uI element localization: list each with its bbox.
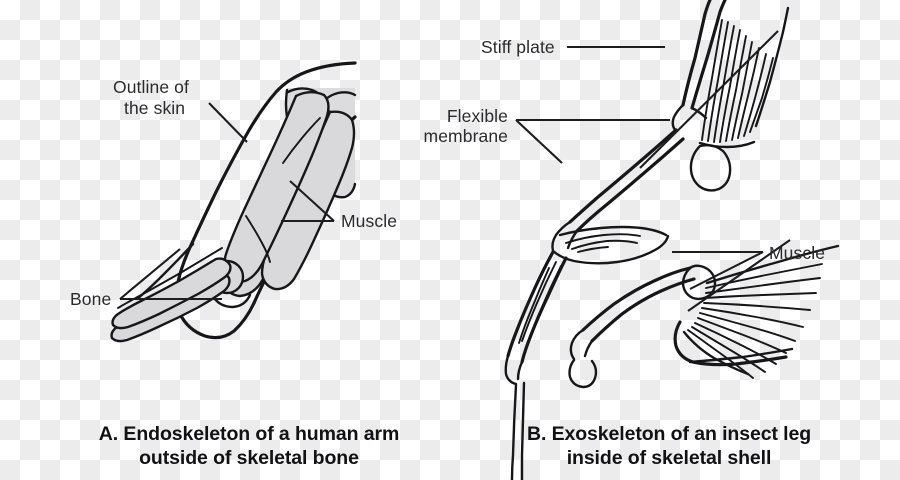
label-flexible-membrane-line2: membrane — [424, 126, 508, 146]
label-outline-of-the-skin-line1: Outline of — [113, 77, 189, 97]
diagonal-pointer-lower — [687, 239, 791, 312]
upper-muscle-fibers — [698, 6, 790, 149]
label-outline-of-the-skin: Outline of the skin — [113, 77, 248, 143]
humerus-bone — [223, 91, 330, 283]
lower-leg-segment — [504, 250, 568, 480]
label-muscle-b-text: Muscle — [769, 243, 825, 263]
label-stiff-plate: Stiff plate — [481, 37, 665, 57]
lower-muscle-fibers — [673, 244, 840, 379]
upper-joint-knob — [689, 143, 732, 192]
label-flexible-membrane-line1: Flexible — [447, 106, 508, 126]
panel-b-insect-leg: Stiff plate Flexible membrane Muscle B. … — [424, 0, 840, 480]
label-outline-of-the-skin-line2: the skin — [124, 98, 185, 118]
diagonal-pointer-upper — [639, 30, 779, 169]
panel-a-human-arm: Outline of the skin Muscle Bone A. Endos… — [70, 61, 399, 469]
label-muscle-a: Muscle — [281, 180, 397, 231]
leader-bone-upper — [119, 248, 181, 300]
caption-panel-b-line1: B. Exoskeleton of an insect leg — [527, 423, 811, 445]
label-muscle-a-text: Muscle — [341, 211, 397, 231]
caption-panel-a: A. Endoskeleton of a human arm outside o… — [99, 423, 399, 469]
leader-outline-of-the-skin — [208, 102, 248, 143]
forearm-bones — [110, 247, 232, 343]
caption-panel-a-line1: A. Endoskeleton of a human arm — [99, 423, 399, 445]
caption-panel-a-line2: outside of skeletal bone — [139, 447, 359, 469]
mid-leg-plate — [568, 266, 696, 389]
caption-panel-b: B. Exoskeleton of an insect leg inside o… — [527, 423, 811, 469]
leader-upper-diagonal — [639, 30, 779, 169]
tendon-lines — [245, 117, 321, 263]
caption-panel-b-line2: inside of skeletal shell — [567, 447, 772, 469]
label-bone: Bone — [70, 248, 222, 309]
label-bone-text: Bone — [70, 289, 111, 309]
label-muscle-b: Muscle — [672, 243, 825, 290]
leader-muscle-b-lower — [689, 251, 764, 290]
stiff-plate-segment — [671, 0, 727, 132]
label-flexible-membrane: Flexible membrane — [424, 106, 670, 164]
leader-muscle-a-upper — [289, 180, 335, 222]
leader-lower-diagonal — [687, 239, 791, 312]
leader-flexible-membrane-lower — [515, 119, 563, 164]
label-stiff-plate-text: Stiff plate — [481, 37, 555, 57]
